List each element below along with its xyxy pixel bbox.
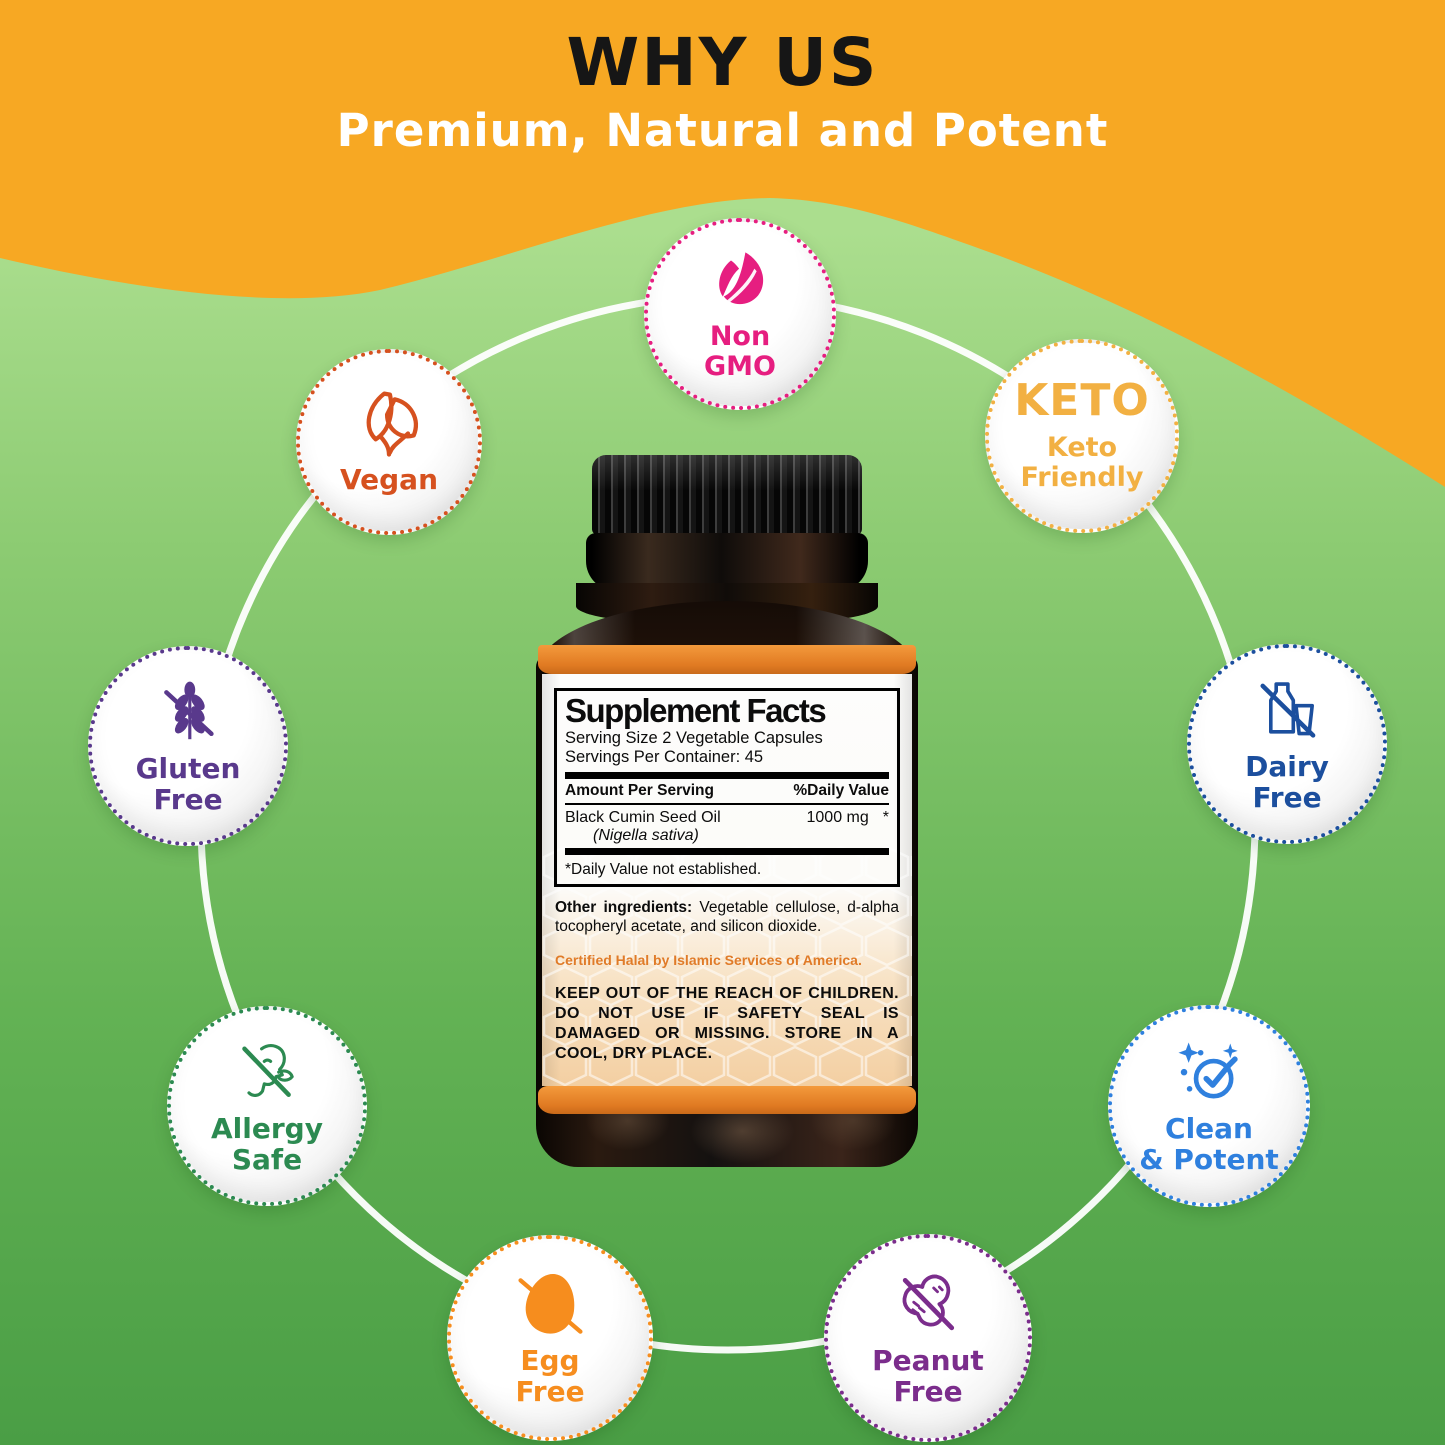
bottle-cap-skirt: [586, 533, 868, 591]
supplement-facts-box: Supplement Facts Serving Size 2 Vegetabl…: [554, 688, 900, 888]
other-ingredients: Other ingredients: Vegetable cellulose, …: [555, 899, 899, 937]
badge-keto: KETO Keto Friendly: [985, 339, 1179, 533]
orange-wave-background: [0, 0, 1445, 487]
serving-size: Serving Size 2 Vegetable Capsules: [565, 728, 823, 747]
sneeze-slash-icon: [231, 1037, 303, 1111]
divider-thick: [565, 771, 889, 779]
badge-label-line1: Clean: [1165, 1111, 1253, 1145]
ingredient-name: Black Cumin Seed Oil: [565, 808, 721, 826]
wheat-slash-icon: [152, 677, 224, 751]
badge-label-line1: Peanut: [872, 1343, 984, 1377]
badge-label-line1: Gluten: [135, 751, 241, 785]
page-subtitle: Premium, Natural and Potent: [336, 104, 1109, 157]
header: WHY US Premium, Natural and Potent: [0, 0, 1445, 158]
ingredient-dv: *: [882, 808, 889, 826]
badge-vegan: Vegan: [296, 349, 482, 535]
column-amount-per-serving: Amount Per Serving: [565, 781, 714, 799]
badge-label-line1: Vegan: [340, 463, 438, 497]
badge-gluten-free: Gluten Free: [88, 646, 288, 846]
divider-thick: [565, 848, 889, 856]
leaves-icon: [351, 388, 427, 462]
badge-non-gmo: Non GMO: [644, 218, 836, 410]
leaf-icon: [704, 246, 776, 320]
badge-egg-free: Egg Free: [447, 1235, 653, 1441]
label-bottom-band: [538, 1086, 916, 1114]
supplement-bottle: Supplement Facts Serving Size 2 Vegetabl…: [536, 455, 918, 1167]
servings-per-container: Servings Per Container: 45: [565, 748, 764, 767]
label-top-band: [538, 645, 916, 674]
badge-label-line2: GMO: [704, 351, 776, 382]
badge-label-line1: Keto: [1046, 431, 1118, 463]
daily-value-footnote: *Daily Value not established.: [565, 861, 762, 879]
check-sparkle-icon: [1172, 1037, 1246, 1111]
badge-label-line1: Non: [709, 320, 771, 352]
badge-label-line2: Free: [1252, 781, 1322, 814]
supplement-facts-label: Supplement Facts Serving Size 2 Vegetabl…: [542, 674, 912, 1086]
ingredient-amount: 1000 mg: [806, 808, 869, 826]
column-daily-value: %Daily Value: [793, 781, 889, 799]
badge-clean-potent: Clean & Potent: [1108, 1005, 1310, 1207]
halal-certification: Certified Halal by Islamic Services of A…: [555, 951, 862, 968]
badge-label-line2: & Potent: [1139, 1143, 1279, 1176]
badge-label-line2: Friendly: [1020, 462, 1144, 493]
warning-text: KEEP OUT OF THE REACH OF CHILDREN. DO NO…: [555, 984, 899, 1062]
bottle-cap: [592, 455, 862, 535]
ingredient-latin-name: (Nigella sativa): [593, 826, 699, 844]
supplement-facts-title: Supplement Facts: [565, 692, 827, 729]
badge-label-line2: Safe: [231, 1143, 303, 1176]
badge-allergy-safe: Allergy Safe: [167, 1006, 367, 1206]
egg-slash-icon: [512, 1269, 588, 1343]
badge-label-line1: Dairy: [1245, 749, 1329, 783]
badge-label-line1: Egg: [520, 1343, 580, 1377]
badge-label-line2: Free: [893, 1375, 963, 1408]
badge-label-line1: Allergy: [211, 1111, 323, 1145]
milk-slash-icon: [1251, 675, 1323, 749]
other-ingredients-text: Vegetable cellulose, d-alpha tocopheryl …: [555, 899, 899, 936]
page-title: WHY US: [566, 24, 879, 101]
badge-label-line2: Free: [153, 783, 223, 816]
badge-label-line2: Free: [515, 1375, 585, 1408]
badge-keto-big-text: KETO: [1014, 374, 1150, 426]
other-ingredients-label: Other ingredients:: [555, 899, 693, 917]
badge-dairy-free: Dairy Free: [1187, 644, 1387, 844]
peanut-slash-icon: [890, 1269, 966, 1343]
badge-peanut-free: Peanut Free: [824, 1234, 1032, 1442]
